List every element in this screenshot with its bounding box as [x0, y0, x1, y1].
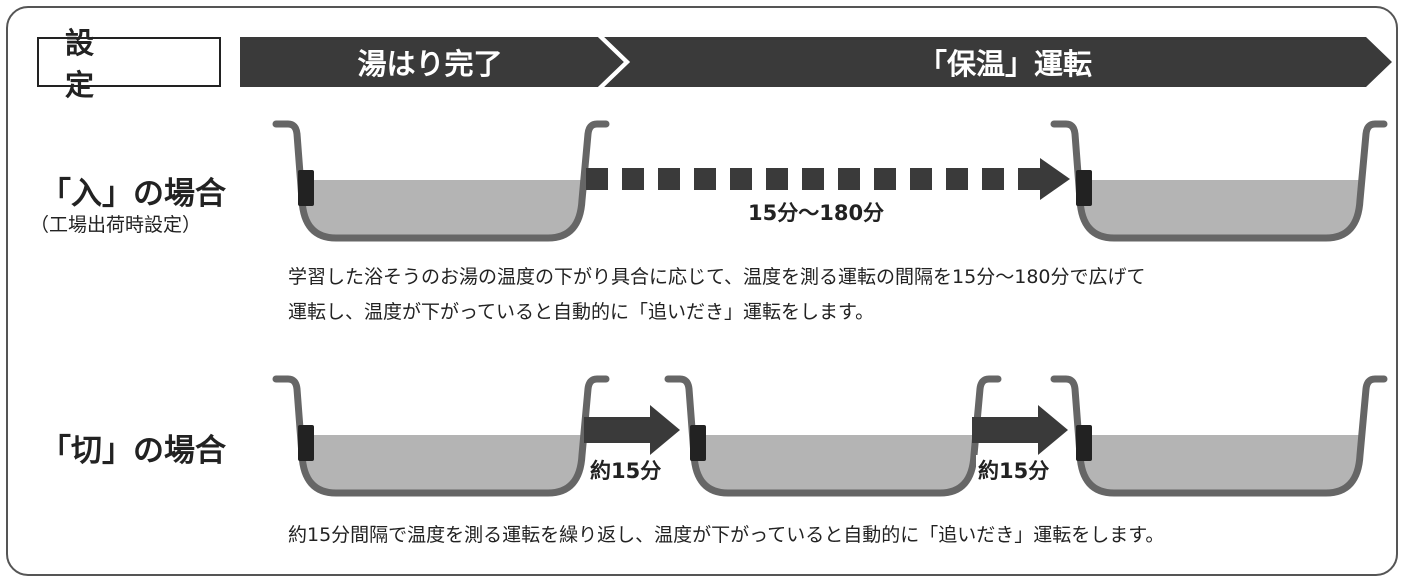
stage1-banner-label: 湯はり完了 — [357, 47, 503, 81]
case-on-subtitle: （工場出荷時設定） — [30, 214, 202, 236]
case-off-description: 約15分間隔で温度を測る運転を繰り返し、温度が下がっていると自動的に「追いだき」… — [288, 524, 1165, 546]
case-on-description-line2: 運転し、温度が下がっていると自動的に「追いだき」運転をします。 — [288, 301, 875, 323]
case-on-start-bathtub-icon — [276, 124, 606, 238]
case-on-title: 「入」の場合 — [40, 176, 226, 212]
setting-label: 設 定 — [65, 26, 176, 102]
case-off-bathtub-2-icon — [668, 379, 998, 493]
dotted-arrow-icon — [586, 158, 1070, 200]
case-off-interval-label-1: 約15分 — [588, 455, 664, 485]
stage2-banner-label: 「保温」運転 — [917, 47, 1092, 81]
case-on-end-bathtub-icon — [1054, 124, 1384, 238]
arrow-right-icon-2 — [972, 405, 1068, 455]
stage1-banner-shape — [240, 37, 624, 87]
case-on-description-line1: 学習した浴そうのお湯の温度の下がり具合に応じて、温度を測る運転の間隔を15分〜1… — [288, 266, 1146, 288]
stage-banners — [240, 37, 1392, 87]
stage2-banner-shape — [604, 37, 1392, 87]
case-off-interval-label-2: 約15分 — [976, 455, 1052, 485]
case-off-bathtub-1-icon — [276, 379, 606, 493]
arrow-right-icon-1 — [584, 405, 680, 455]
case-off-bathtub-3-icon — [1054, 379, 1384, 493]
case-on-interval-label: 15分〜180分 — [746, 197, 887, 227]
case-off-title: 「切」の場合 — [40, 433, 226, 469]
setting-label-box: 設 定 — [37, 26, 221, 102]
